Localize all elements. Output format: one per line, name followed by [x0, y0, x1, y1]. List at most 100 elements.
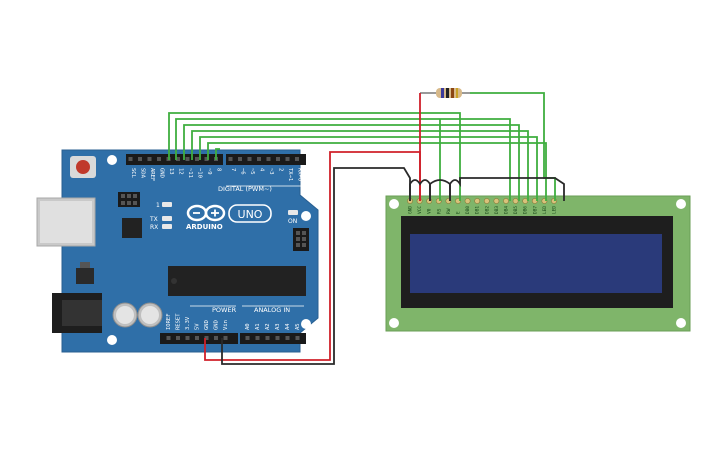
lcd-pin[interactable]: [522, 198, 529, 204]
digital-pin-label: 7: [230, 168, 236, 171]
led-rx: [162, 224, 172, 229]
mounting-hole: [107, 335, 117, 345]
wire-db5[interactable]: [191, 130, 529, 201]
header-pin[interactable]: [195, 336, 199, 340]
header-pin[interactable]: [214, 336, 218, 340]
digital-pin-label: RX←0: [297, 168, 303, 181]
arduino-logo-icon: [186, 204, 226, 222]
wire-e[interactable]: [175, 118, 511, 201]
lcd-pin-label: LED: [552, 206, 558, 214]
power-pin-label: GND: [204, 320, 210, 330]
power-pin-label: 3.3V: [185, 316, 191, 330]
header-pin[interactable]: [128, 157, 133, 161]
lcd-mounting-hole: [676, 318, 686, 328]
analog-label: ANALOG IN: [254, 306, 290, 314]
on-label: ON: [288, 218, 297, 225]
lcd-pin[interactable]: [493, 198, 500, 204]
capacitor-top: [116, 306, 134, 324]
header-pin[interactable]: [138, 157, 142, 161]
lcd-pin[interactable]: [474, 198, 481, 204]
lcd-pin-label: DB5: [513, 206, 519, 214]
wire-db7[interactable]: [207, 142, 547, 201]
icsp-header-usb[interactable]: [118, 192, 140, 207]
lcd-pin[interactable]: [503, 198, 509, 204]
header-pin[interactable]: [223, 336, 228, 340]
wire-gnd-loop[interactable]: [409, 179, 431, 201]
tx-label: TX: [149, 216, 158, 223]
lcd-pin[interactable]: [483, 198, 490, 204]
analog-pin-label: A2: [265, 323, 271, 330]
header-pin[interactable]: [185, 336, 190, 340]
digital-header-left: [126, 154, 223, 165]
wire-db4[interactable]: [183, 124, 520, 201]
analog-pin-label: A4: [285, 323, 291, 330]
analog-pin-label: A1: [255, 323, 261, 330]
header-pin[interactable]: [275, 336, 280, 340]
header-pin[interactable]: [265, 336, 270, 340]
header-pin[interactable]: [166, 336, 171, 340]
mounting-hole: [301, 211, 311, 221]
digital-pin-label: SCL: [130, 168, 136, 179]
header-pin[interactable]: [245, 336, 250, 340]
resistor-band: [446, 88, 449, 98]
header-pin[interactable]: [295, 336, 300, 340]
wires: [168, 92, 565, 365]
power-label: POWER: [212, 306, 237, 314]
header-pin[interactable]: [285, 336, 290, 340]
resistor[interactable]: [420, 88, 470, 98]
power-pin-label: 5V: [195, 323, 201, 330]
header-pin[interactable]: [147, 157, 152, 161]
header-pin[interactable]: [276, 157, 280, 161]
header-pin[interactable]: [204, 157, 209, 161]
resistor-band: [451, 88, 454, 98]
wire-led-anode[interactable]: [470, 92, 556, 201]
lcd-pin-label: DB7: [532, 206, 538, 214]
wire-gnd-led[interactable]: [449, 177, 565, 201]
lcd-pin-label: RW: [446, 208, 452, 214]
lcd-mounting-hole: [676, 199, 686, 209]
reset-button[interactable]: [76, 160, 90, 174]
header-pin[interactable]: [238, 157, 242, 161]
board-brand: ARDUINO: [186, 223, 223, 231]
lcd-pin-label: DB3: [494, 206, 500, 214]
header-pin[interactable]: [228, 157, 233, 161]
led-l: [162, 202, 172, 207]
header-pin[interactable]: [176, 157, 180, 161]
icsp-header-mcu[interactable]: [293, 228, 309, 251]
digital-pin-label: TX→1: [287, 168, 293, 181]
voltage-regulator: [76, 268, 94, 284]
wire-stub[interactable]: [215, 148, 220, 160]
wire-rs[interactable]: [168, 112, 461, 201]
lcd-pin-label: DB6: [523, 206, 529, 214]
wire-gnd[interactable]: [221, 167, 411, 365]
atmega-chip: [168, 266, 306, 296]
digital-pin-label: AREF: [149, 168, 155, 181]
analog-header[interactable]: [240, 333, 306, 344]
header-pin[interactable]: [255, 336, 260, 340]
header-pin[interactable]: [266, 157, 271, 161]
header-pin[interactable]: [195, 157, 199, 161]
analog-pin-label: A3: [275, 323, 281, 330]
header-pin[interactable]: [185, 157, 190, 161]
analog-pin-label: A5: [295, 323, 301, 330]
header-pin[interactable]: [157, 157, 161, 161]
header-pin[interactable]: [176, 336, 180, 340]
header-pin[interactable]: [285, 157, 290, 161]
lcd-pin-label: DB0: [465, 206, 471, 214]
lcd-screen: [410, 234, 662, 293]
lcd-pin[interactable]: [512, 198, 519, 204]
digital-pin-label: 4: [259, 168, 265, 172]
lcd-pin[interactable]: [464, 198, 471, 204]
digital-pin-label: 13: [168, 168, 174, 175]
header-pin[interactable]: [295, 157, 299, 161]
header-pin[interactable]: [257, 157, 261, 161]
header-pin[interactable]: [247, 157, 252, 161]
digital-pin-label: 2: [278, 168, 284, 171]
header-pin[interactable]: [204, 336, 209, 340]
voltage-regulator-tab: [80, 262, 90, 268]
wire-db6[interactable]: [199, 136, 538, 201]
